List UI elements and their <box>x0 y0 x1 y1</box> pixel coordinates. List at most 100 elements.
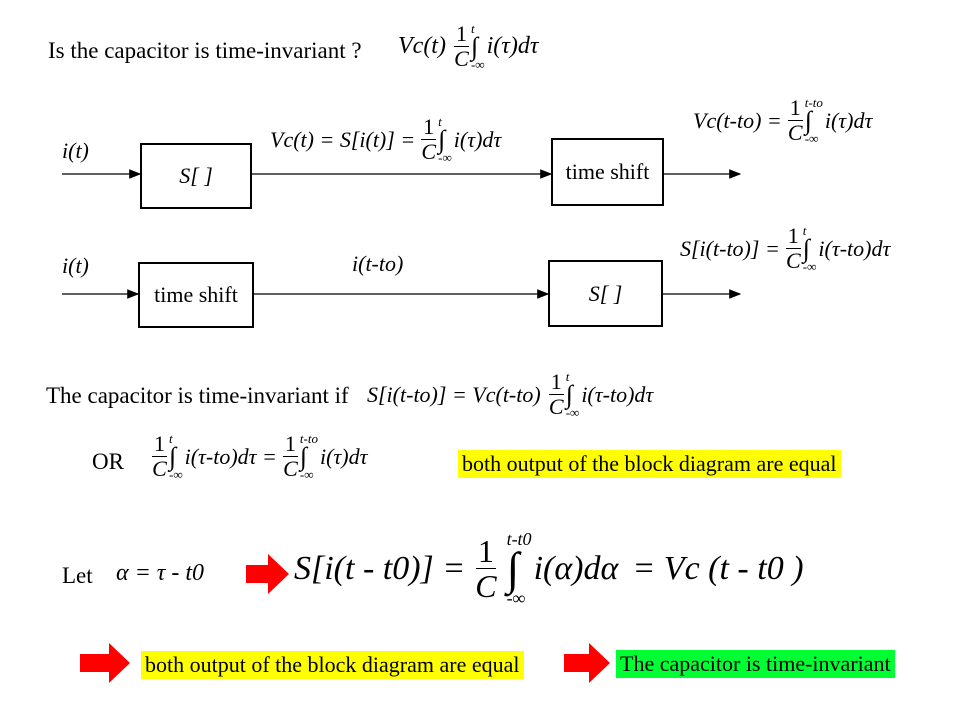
frac-num: 1 <box>475 533 496 570</box>
integral-icon: ∫ <box>565 380 573 409</box>
int-upper: t <box>169 431 173 446</box>
frac-den: C <box>421 139 437 165</box>
int-lower: -∞ <box>802 259 817 275</box>
condition-fraction: 1 C <box>548 371 564 420</box>
d1-out-integral: t-to ∫ -∞ <box>805 96 823 145</box>
intro-integrand: i(τ)dτ <box>486 33 539 60</box>
d1-mid-equation: Vc(t) = S[i(t)] = 1 C t ∫ -∞ i(τ)dτ <box>270 115 501 164</box>
int-lower: -∞ <box>438 150 452 166</box>
or-left-integral: t ∫ -∞ <box>169 432 183 481</box>
d1-block-timeshift-label: time shift <box>565 159 650 184</box>
d1-out-eq-lhs: Vc(t-to) = <box>693 107 782 133</box>
d1-out-equation: Vc(t-to) = 1 C t-to ∫ -∞ i(τ)dτ <box>693 96 872 145</box>
int-upper: t <box>802 223 807 238</box>
red-arrow-conclusion-2 <box>564 643 610 683</box>
let-equation: S[i(t - t0)] = 1 C t-t0 ∫ -∞ i(α)dα = Vc… <box>294 530 804 607</box>
intro-equation: Vc(t) 1 C t ∫ -∞ i(τ)dτ <box>398 22 538 71</box>
conclusion-yellow: both output of the block diagram are equ… <box>141 651 524 679</box>
frac-den: C <box>548 394 564 420</box>
d1-mid-integral: t ∫ -∞ <box>438 115 452 164</box>
frac-num: 1 <box>282 431 298 458</box>
intro-eq-lhs: Vc(t) <box>398 33 446 60</box>
integral-icon: ∫ <box>804 106 812 135</box>
d1-mid-fraction: 1 C <box>421 114 437 165</box>
integral-icon: ∫ <box>169 442 177 471</box>
integral-icon: ∫ <box>299 442 308 471</box>
d2-out-fraction: 1 C <box>785 223 801 274</box>
int-lower: -∞ <box>506 588 526 609</box>
or-left-fraction: 1 C <box>152 433 167 480</box>
int-lower: -∞ <box>565 405 580 421</box>
d1-mid-integrand: i(τ)dτ <box>453 126 502 152</box>
condition-eq: S[i(t-to)] = Vc(t-to) <box>367 381 541 407</box>
let-substitution: α = τ - t0 <box>116 560 205 586</box>
let-fraction: 1 C <box>475 535 496 602</box>
or-label: OR <box>92 449 124 474</box>
intro-integral: t ∫ -∞ <box>471 22 485 71</box>
int-upper: t-to <box>299 431 318 446</box>
d2-block-s-label: S[ ] <box>588 280 623 306</box>
int-lower: -∞ <box>470 57 485 73</box>
or-left-integrand: i(τ-to)dτ = <box>184 443 277 469</box>
d1-input-label: i(t) <box>62 138 89 163</box>
d2-input-label: i(t) <box>62 253 89 278</box>
integral-icon: ∫ <box>438 125 446 154</box>
integral-icon: ∫ <box>506 543 520 594</box>
or-right-integral: t-to ∫ -∞ <box>300 432 318 481</box>
int-upper: t <box>470 21 475 36</box>
let-rhs: = Vc (t - t0 ) <box>632 549 804 587</box>
int-upper: t-to <box>804 95 823 110</box>
int-upper: t <box>438 114 442 129</box>
frac-den: C <box>454 46 469 72</box>
frac-den: C <box>787 120 803 146</box>
frac-num: 1 <box>152 431 167 458</box>
int-lower: -∞ <box>299 467 314 483</box>
d1-out-integrand: i(τ)dτ <box>824 107 873 133</box>
int-upper: t-t0 <box>506 529 532 549</box>
condition-integrand: i(τ-to)dτ <box>581 381 654 407</box>
d2-block-s: S[ ] <box>548 260 663 327</box>
let-lhs: S[i(t - t0)] = <box>294 549 466 587</box>
d2-mid-label: i(t-to) <box>352 251 404 276</box>
frac-num: 1 <box>453 21 469 48</box>
frac-den: C <box>152 456 167 482</box>
frac-num: 1 <box>785 223 801 250</box>
or-right-integrand: i(τ)dτ <box>319 443 368 469</box>
let-integral: t-t0 ∫ -∞ <box>507 530 532 607</box>
d1-block-s: S[ ] <box>140 143 252 209</box>
frac-den: C <box>283 456 298 482</box>
frac-num: 1 <box>787 95 803 122</box>
condition-text: The capacitor is time-invariant if <box>46 383 349 408</box>
frac-den: C <box>785 248 801 274</box>
d2-out-eq-lhs: S[i(t-to)] = <box>680 235 780 261</box>
or-equation: 1 C t ∫ -∞ i(τ-to)dτ = 1 C t-to ∫ -∞ i(τ… <box>152 432 367 481</box>
d2-out-integrand: i(τ-to)dτ <box>818 235 891 261</box>
integral-icon: ∫ <box>470 32 479 61</box>
red-arrow-let <box>246 554 289 594</box>
or-right-fraction: 1 C <box>282 431 298 482</box>
d1-mid-eq-lhs: Vc(t) = S[i(t)] = <box>270 126 416 152</box>
condition-integral: t ∫ -∞ <box>566 370 580 419</box>
red-arrow-conclusion-1 <box>80 643 130 683</box>
intro-question: Is the capacitor is time-invariant ? <box>48 38 362 63</box>
int-upper: t <box>565 369 570 384</box>
d1-out-fraction: 1 C <box>787 95 803 146</box>
d2-block-timeshift-label: time shift <box>154 282 238 307</box>
d2-out-equation: S[i(t-to)] = 1 C t ∫ -∞ i(τ-to)dτ <box>680 224 890 273</box>
conclusion-green: The capacitor is time-invariant <box>616 650 895 678</box>
let-integrand: i(α)dα <box>533 549 619 587</box>
intro-fraction: 1 C <box>453 21 469 72</box>
d2-block-timeshift: time shift <box>138 262 254 328</box>
let-label: Let <box>62 563 93 588</box>
frac-den: C <box>475 568 497 605</box>
condition-equation: S[i(t-to)] = Vc(t-to) 1 C t ∫ -∞ i(τ-to)… <box>367 370 653 419</box>
d1-block-timeshift: time shift <box>551 138 664 206</box>
int-lower: -∞ <box>804 131 819 147</box>
integral-icon: ∫ <box>802 234 810 263</box>
d1-block-s-label: S[ ] <box>179 163 213 188</box>
frac-num: 1 <box>421 114 437 141</box>
int-lower: -∞ <box>169 467 183 483</box>
or-highlight: both output of the block diagram are equ… <box>458 450 841 478</box>
d2-out-integral: t ∫ -∞ <box>803 224 817 273</box>
